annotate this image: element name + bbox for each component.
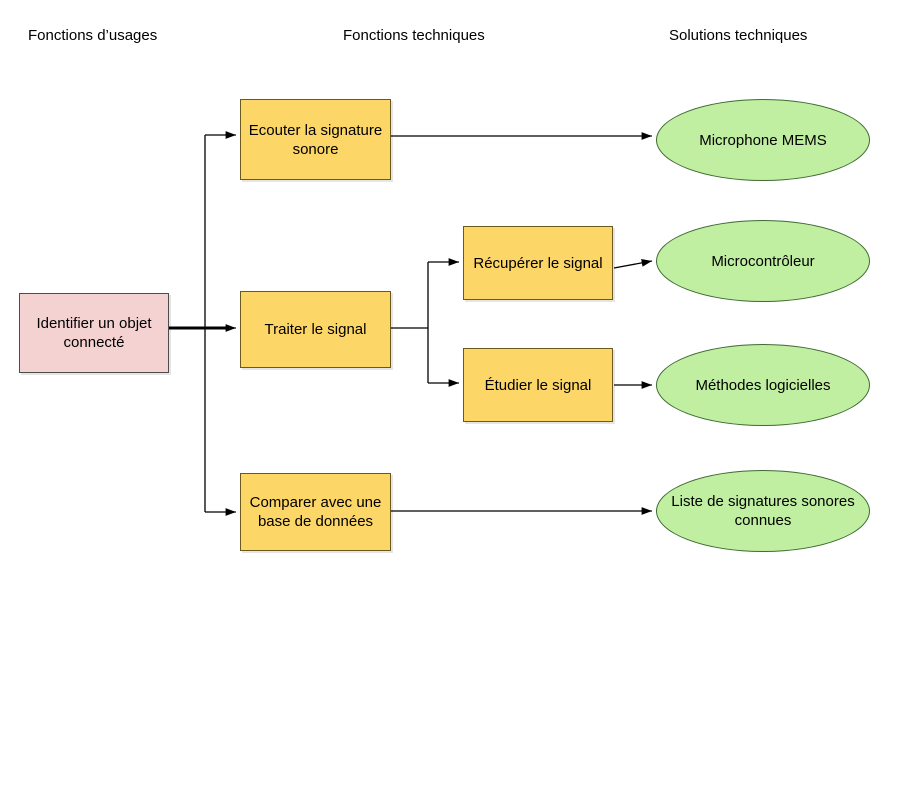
node-recuperer-le-signal[interactable]: Récupérer le signal	[463, 226, 613, 300]
node-microphone-mems[interactable]: Microphone MEMS	[656, 99, 870, 181]
node-traiter-le-signal[interactable]: Traiter le signal	[240, 291, 391, 368]
column-header-fonctions-usages: Fonctions d’usages	[28, 27, 158, 44]
node-comparer-avec-une-base-de-donnees[interactable]: Comparer avec une base de données	[240, 473, 391, 551]
node-methodes-logicielles[interactable]: Méthodes logicielles	[656, 344, 870, 426]
node-identifier-un-objet-connecte[interactable]: Identifier un objet connecté	[19, 293, 169, 373]
node-microcontroleur[interactable]: Microcontrôleur	[656, 220, 870, 302]
node-etudier-le-signal[interactable]: Étudier le signal	[463, 348, 613, 422]
node-liste-de-signatures-sonores-connues[interactable]: Liste de signatures sonores connues	[656, 470, 870, 552]
node-ecouter-la-signature-sonore[interactable]: Ecouter la signature sonore	[240, 99, 391, 180]
column-header-solutions-techniques: Solutions techniques	[669, 27, 808, 44]
edge-recuperer-to-microcontroleur	[613, 259, 653, 269]
column-header-fonctions-techniques: Fonctions techniques	[343, 27, 485, 44]
